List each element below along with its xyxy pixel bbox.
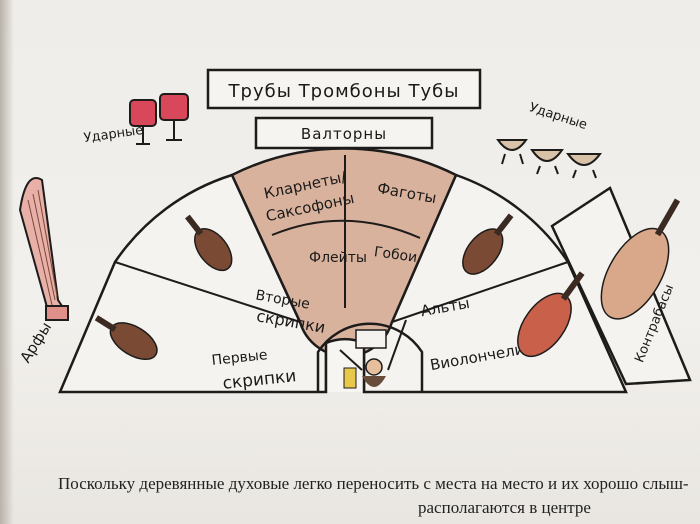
flutes-label: Флейты bbox=[309, 250, 367, 266]
timpani-icon bbox=[496, 139, 602, 179]
page-text-line-1: Поскольку деревянные духовые легко перен… bbox=[58, 474, 689, 493]
first-violins-label-1: Первые bbox=[211, 347, 268, 369]
double-bass-icon bbox=[600, 198, 681, 320]
page-text-line-2: располагаются в центре bbox=[418, 498, 591, 517]
brass-label: Трубы Тромбоны Тубы bbox=[228, 81, 460, 102]
violin-first-icon bbox=[94, 315, 158, 360]
harps-label: Арфы bbox=[16, 319, 55, 366]
violins-divider bbox=[114, 261, 301, 323]
snare-drums-icon bbox=[129, 93, 189, 145]
brass-box bbox=[206, 68, 482, 110]
page-binding-shadow bbox=[0, 0, 14, 524]
viola-icon bbox=[462, 213, 514, 275]
percussion-right-label: Ударные bbox=[527, 100, 589, 133]
oboes-label: Гобои bbox=[373, 244, 418, 266]
violin-second-icon bbox=[185, 214, 233, 272]
horns-label: Валторны bbox=[301, 125, 387, 143]
lower-strings-divider bbox=[391, 261, 569, 323]
harp-icon bbox=[18, 177, 69, 321]
conductor-icon bbox=[339, 319, 407, 389]
cello-icon bbox=[517, 271, 585, 358]
conductor-podium-outline bbox=[316, 322, 424, 392]
page-text: Поскольку деревянные духовые легко перен… bbox=[58, 472, 698, 520]
